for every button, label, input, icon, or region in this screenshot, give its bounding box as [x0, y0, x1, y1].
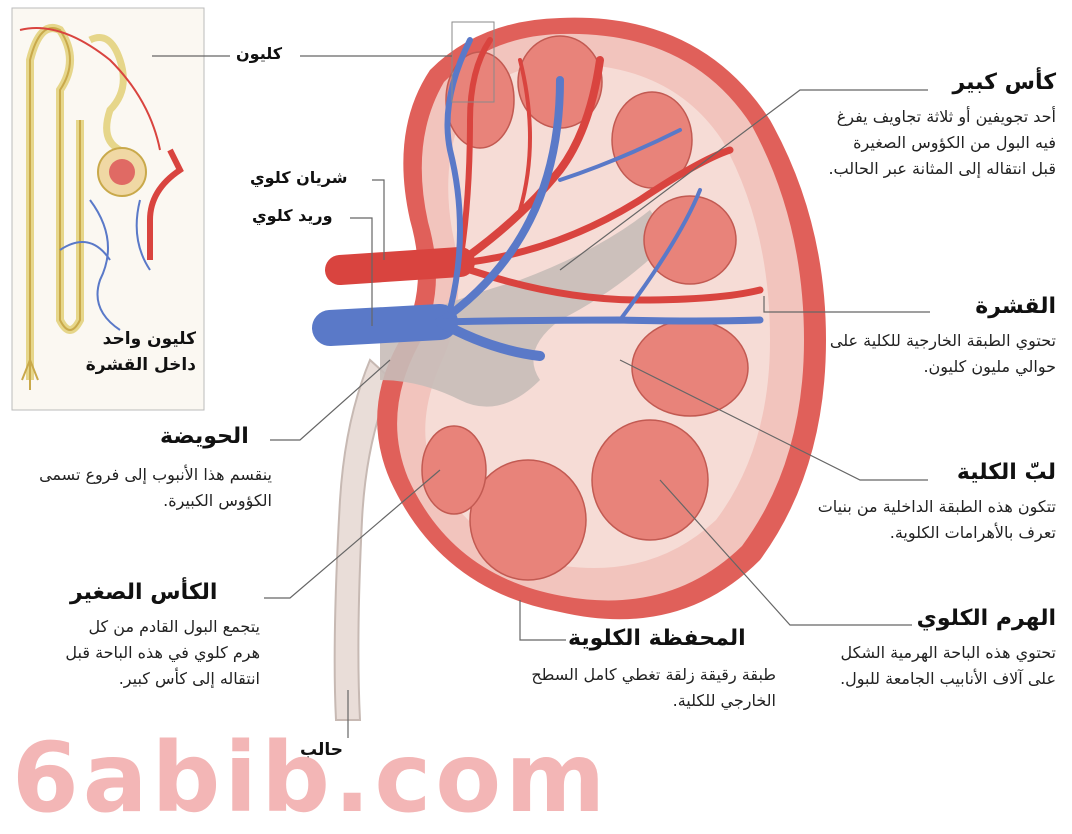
label-renal-vein: وريد كلوي — [252, 206, 333, 225]
pyramid — [422, 426, 486, 514]
callout-pyramid-body: تحتوي هذه الباحة الهرمية الشكل على آلاف … — [836, 640, 1056, 692]
callout-pelvis-title: الحويضة — [160, 424, 249, 449]
callout-major-calyx-title: كأس كبير — [952, 70, 1056, 95]
callout-pelvis-body: ينقسم هذا الأنبوب إلى فروع تسمى الكؤوس ا… — [16, 462, 272, 514]
callout-minor-calyx-body: يتجمع البول القادم من كل هرم كلوي في هذه… — [60, 614, 260, 692]
pyramid — [592, 420, 708, 540]
callout-pyramid-title: الهرم الكلوي — [917, 606, 1056, 631]
pyramid — [632, 320, 748, 416]
callout-minor-calyx-title: الكأس الصغير — [70, 580, 217, 605]
leader-artery — [372, 180, 384, 260]
callout-major-calyx-body: أحد تجويفين أو ثلاثة تجاويف يفرغ فيه الب… — [826, 104, 1056, 182]
label-nephron: كليون — [236, 44, 282, 63]
callout-medulla-body: تتكون هذه الطبقة الداخلية من بنيات تعرف … — [806, 494, 1056, 546]
pyramid — [470, 460, 586, 580]
callout-medulla-title: لبّ الكلية — [957, 460, 1056, 485]
callout-capsule-title: المحفظة الكلوية — [568, 626, 746, 651]
label-renal-artery: شريان كلوي — [250, 168, 347, 187]
callout-cortex-body: تحتوي الطبقة الخارجية للكلية على حوالي م… — [826, 328, 1056, 380]
watermark-logo: 6abib.com — [12, 722, 609, 834]
label-inset-caption: كليون واحد داخل القشرة — [60, 326, 196, 378]
callout-capsule-body: طبقة رقيقة زلقة تغطي كامل السطح الخارجي … — [506, 662, 776, 714]
callout-cortex-title: القشرة — [975, 294, 1056, 319]
